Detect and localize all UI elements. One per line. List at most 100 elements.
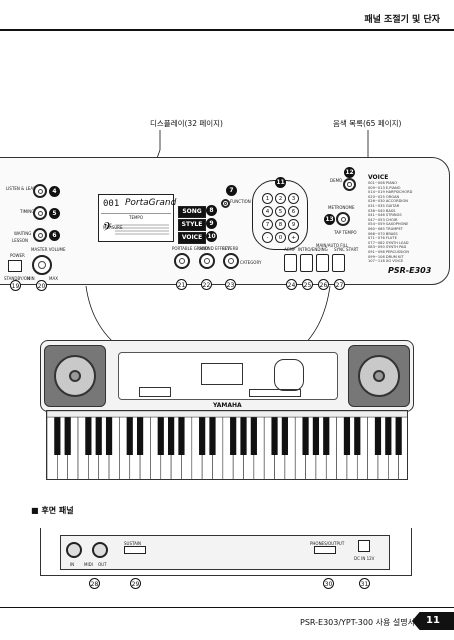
standby-switch[interactable]	[8, 260, 22, 272]
song-button[interactable]: SONG	[178, 206, 206, 218]
black-key[interactable]	[168, 417, 175, 455]
callout-22: 22	[201, 279, 212, 290]
black-key[interactable]	[178, 417, 185, 455]
demo-button[interactable]	[343, 178, 356, 191]
lcd-measure: MEASURE	[103, 225, 123, 230]
lcd-brand: PortaGrand	[125, 198, 177, 208]
sustain-jack[interactable]	[124, 546, 146, 554]
rear-panel-title: ■ 후면 패널	[31, 506, 74, 515]
black-key[interactable]	[157, 417, 164, 455]
portable-grand-button[interactable]	[174, 253, 190, 269]
number-key-6[interactable]: 6	[288, 206, 299, 217]
callout-31: 31	[359, 578, 370, 589]
lcd-display: 001 PortaGrand TEMPO MEASURE 𝄢	[98, 194, 177, 242]
black-key[interactable]	[126, 417, 133, 455]
black-key[interactable]	[64, 417, 71, 455]
left-speaker	[44, 345, 106, 407]
volume-min-label: MIN	[27, 276, 35, 281]
black-key[interactable]	[85, 417, 92, 455]
dc-in-jack[interactable]	[358, 540, 370, 552]
black-key[interactable]	[281, 417, 288, 455]
lcd-top-row	[101, 197, 171, 214]
black-key[interactable]	[250, 417, 257, 455]
voice-list-heading: VOICE	[368, 174, 389, 181]
callout-8: 8	[206, 205, 217, 216]
waiting-button[interactable]	[33, 228, 47, 242]
portable-grand-label: PORTABLE GRAND	[172, 246, 209, 251]
model-logo: PSR-E303	[388, 266, 432, 275]
voice-button[interactable]: VOICE	[178, 232, 206, 244]
midi-in-port[interactable]	[66, 542, 82, 558]
number-key-8[interactable]: 8	[275, 219, 286, 230]
black-key[interactable]	[312, 417, 320, 455]
function-label: FUNCTION	[230, 199, 251, 204]
key-label-strip	[47, 411, 407, 418]
function-button[interactable]	[221, 199, 230, 208]
mini-lcd	[201, 363, 243, 385]
timing-button[interactable]	[33, 206, 47, 220]
reverb-button[interactable]	[223, 253, 239, 269]
black-key[interactable]	[230, 417, 237, 455]
main-auto-fill-button[interactable]	[316, 254, 329, 272]
black-key[interactable]	[54, 417, 61, 455]
callout-25: 25	[302, 279, 313, 290]
number-key-0[interactable]: 0	[275, 232, 286, 243]
black-key[interactable]	[240, 417, 247, 455]
acmp-button[interactable]	[284, 254, 297, 272]
number-key-2[interactable]: 2	[275, 193, 286, 204]
callout-6: 6	[49, 230, 60, 241]
plus-key[interactable]: +	[288, 232, 299, 243]
phones-output-jack[interactable]	[314, 546, 336, 554]
callout-28: 28	[89, 578, 100, 589]
callout-24: 24	[286, 279, 297, 290]
midi-label: MIDI	[84, 562, 93, 567]
black-key[interactable]	[271, 417, 278, 455]
midi-out-port[interactable]	[92, 542, 108, 558]
dc-in-label: DC IN 12V	[354, 556, 375, 561]
piano-keys-svg[interactable]	[47, 411, 408, 480]
intro-ending-button[interactable]	[300, 254, 313, 272]
callout-4: 4	[49, 186, 60, 197]
black-key[interactable]	[323, 417, 330, 455]
black-key[interactable]	[302, 417, 309, 455]
listen-learn-button[interactable]	[33, 184, 47, 198]
black-key[interactable]	[95, 417, 102, 455]
callout-19: 19	[10, 280, 21, 291]
right-speaker-center	[373, 370, 385, 382]
black-key[interactable]	[354, 417, 361, 455]
lcd-staff: 𝄢	[103, 221, 169, 237]
page-header-title: 패널 조절기 및 단자	[364, 15, 440, 25]
number-key-9[interactable]: 9	[288, 219, 299, 230]
sound-effect-button[interactable]	[199, 253, 215, 269]
piano-keyboard[interactable]	[46, 410, 408, 480]
black-key[interactable]	[385, 417, 392, 455]
callout-27: 27	[334, 279, 345, 290]
style-button[interactable]: STYLE	[178, 219, 206, 231]
sustain-label: SUSTAIN	[124, 541, 142, 546]
number-key-1[interactable]: 1	[262, 193, 273, 204]
mini-style-buttons	[249, 389, 301, 397]
number-key-7[interactable]: 7	[262, 219, 273, 230]
number-key-3[interactable]: 3	[288, 193, 299, 204]
voice-list-callout: 음색 목록(65 페이지)	[333, 119, 402, 128]
metronome-label: METRONOME	[328, 205, 355, 210]
black-key[interactable]	[136, 417, 144, 455]
master-volume-knob[interactable]	[32, 255, 52, 275]
sync-start-button[interactable]	[332, 254, 345, 272]
page-number: 11	[412, 612, 454, 630]
mini-control-panel	[118, 352, 338, 400]
acmp-label: ACMP	[284, 247, 296, 252]
number-key-5[interactable]: 5	[275, 206, 286, 217]
black-key[interactable]	[199, 417, 206, 455]
left-speaker-center	[69, 370, 81, 382]
number-key-4[interactable]: 4	[262, 206, 273, 217]
black-key[interactable]	[395, 417, 402, 455]
black-key[interactable]	[209, 417, 216, 455]
metronome-button[interactable]	[336, 212, 350, 226]
lcd-tempo: TEMPO	[129, 215, 143, 220]
black-key[interactable]	[374, 417, 382, 455]
black-key[interactable]	[105, 417, 113, 455]
footer-rule	[0, 607, 454, 608]
black-key[interactable]	[343, 417, 351, 455]
minus-key[interactable]: -	[262, 232, 273, 243]
